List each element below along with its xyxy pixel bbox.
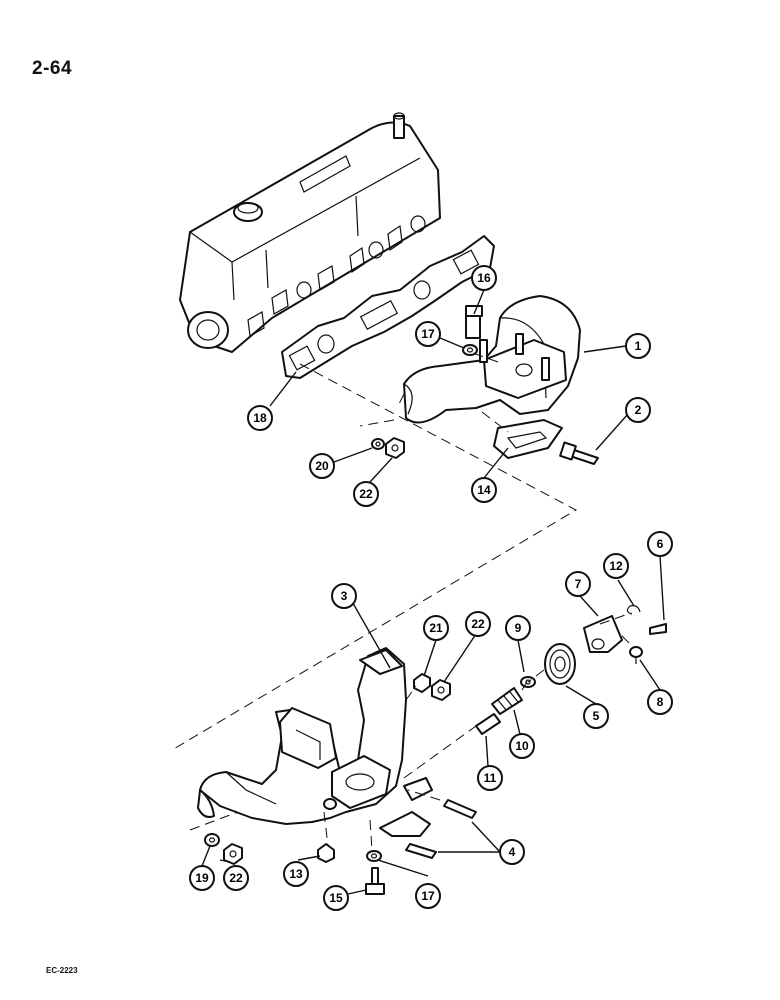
svg-text:5: 5 [593, 709, 600, 723]
svg-text:8: 8 [657, 695, 664, 709]
washer-20 [371, 438, 385, 450]
stud-4-upper [443, 799, 477, 819]
callout-20: 20 [309, 453, 335, 479]
callout-14: 14 [471, 477, 497, 503]
washer-19 [204, 833, 220, 847]
cylinder-head [179, 112, 441, 353]
svg-text:22: 22 [359, 487, 373, 501]
plug-13 [317, 843, 335, 863]
exhaust-elbow [403, 295, 581, 424]
washer-9 [520, 676, 536, 688]
counterweight-7 [583, 615, 623, 653]
callout-22-lower: 22 [223, 865, 249, 891]
bolt-15 [365, 867, 385, 895]
alignment-lines [171, 351, 635, 851]
svg-text:22: 22 [471, 617, 485, 631]
callout-11: 11 [477, 765, 503, 791]
callout-17-upper: 17 [415, 321, 441, 347]
callout-3: 3 [331, 583, 357, 609]
svg-text:17: 17 [421, 889, 435, 903]
callout-9: 9 [505, 615, 531, 641]
figure-code: EC-2223 [46, 966, 78, 975]
heat-valve-5 [544, 643, 576, 685]
nut-22-middle [431, 679, 451, 701]
callout-16: 16 [471, 265, 497, 291]
pin-6 [649, 623, 667, 635]
callout-5: 5 [583, 703, 609, 729]
svg-text:9: 9 [515, 621, 522, 635]
svg-text:11: 11 [484, 771, 497, 785]
svg-text:17: 17 [421, 327, 435, 341]
stud-4-lower [405, 843, 437, 859]
svg-text:3: 3 [341, 589, 348, 603]
washer-17-upper [462, 344, 478, 356]
callout-2: 2 [625, 397, 651, 423]
spring-10 [491, 687, 523, 715]
callout-12: 12 [603, 553, 629, 579]
svg-text:18: 18 [253, 411, 267, 425]
svg-text:16: 16 [477, 271, 491, 285]
callout-7: 7 [565, 571, 591, 597]
callout-6: 6 [647, 531, 673, 557]
callout-10: 10 [509, 733, 535, 759]
screw-8 [629, 646, 643, 664]
flange-gasket-4 [379, 777, 433, 837]
svg-text:2: 2 [635, 403, 642, 417]
svg-text:15: 15 [329, 891, 343, 905]
callout-8: 8 [647, 689, 673, 715]
callout-13: 13 [283, 861, 309, 887]
page-number: 2-64 [32, 58, 73, 79]
elbow-gasket [493, 419, 563, 459]
svg-text:22: 22 [229, 871, 243, 885]
callout-22-middle: 22 [465, 611, 491, 637]
clip-12 [626, 605, 641, 615]
leader-lines [201, 289, 665, 895]
washer-17-lower [366, 850, 382, 862]
svg-text:10: 10 [515, 739, 529, 753]
exhaust-manifold [197, 647, 407, 825]
callout-1: 1 [625, 333, 651, 359]
svg-text:21: 21 [429, 621, 443, 635]
callout-4: 4 [499, 839, 525, 865]
nut-21 [413, 673, 431, 693]
svg-text:1: 1 [635, 339, 642, 353]
callout-17-lower: 17 [415, 883, 441, 909]
svg-text:13: 13 [289, 867, 303, 881]
svg-text:7: 7 [575, 577, 582, 591]
svg-text:14: 14 [477, 483, 491, 497]
callout-22-upper: 22 [353, 481, 379, 507]
bolt-2 [559, 441, 599, 465]
callout-19: 19 [189, 865, 215, 891]
svg-text:20: 20 [315, 459, 329, 473]
svg-text:4: 4 [509, 845, 516, 859]
svg-text:6: 6 [657, 537, 664, 551]
callout-18: 18 [247, 405, 273, 431]
nut-22-upper [385, 437, 405, 459]
svg-text:19: 19 [195, 871, 209, 885]
svg-text:12: 12 [609, 559, 623, 573]
callout-15: 15 [323, 885, 349, 911]
callout-21: 21 [423, 615, 449, 641]
pin-11 [475, 713, 501, 735]
nut-22-lower [223, 843, 243, 865]
